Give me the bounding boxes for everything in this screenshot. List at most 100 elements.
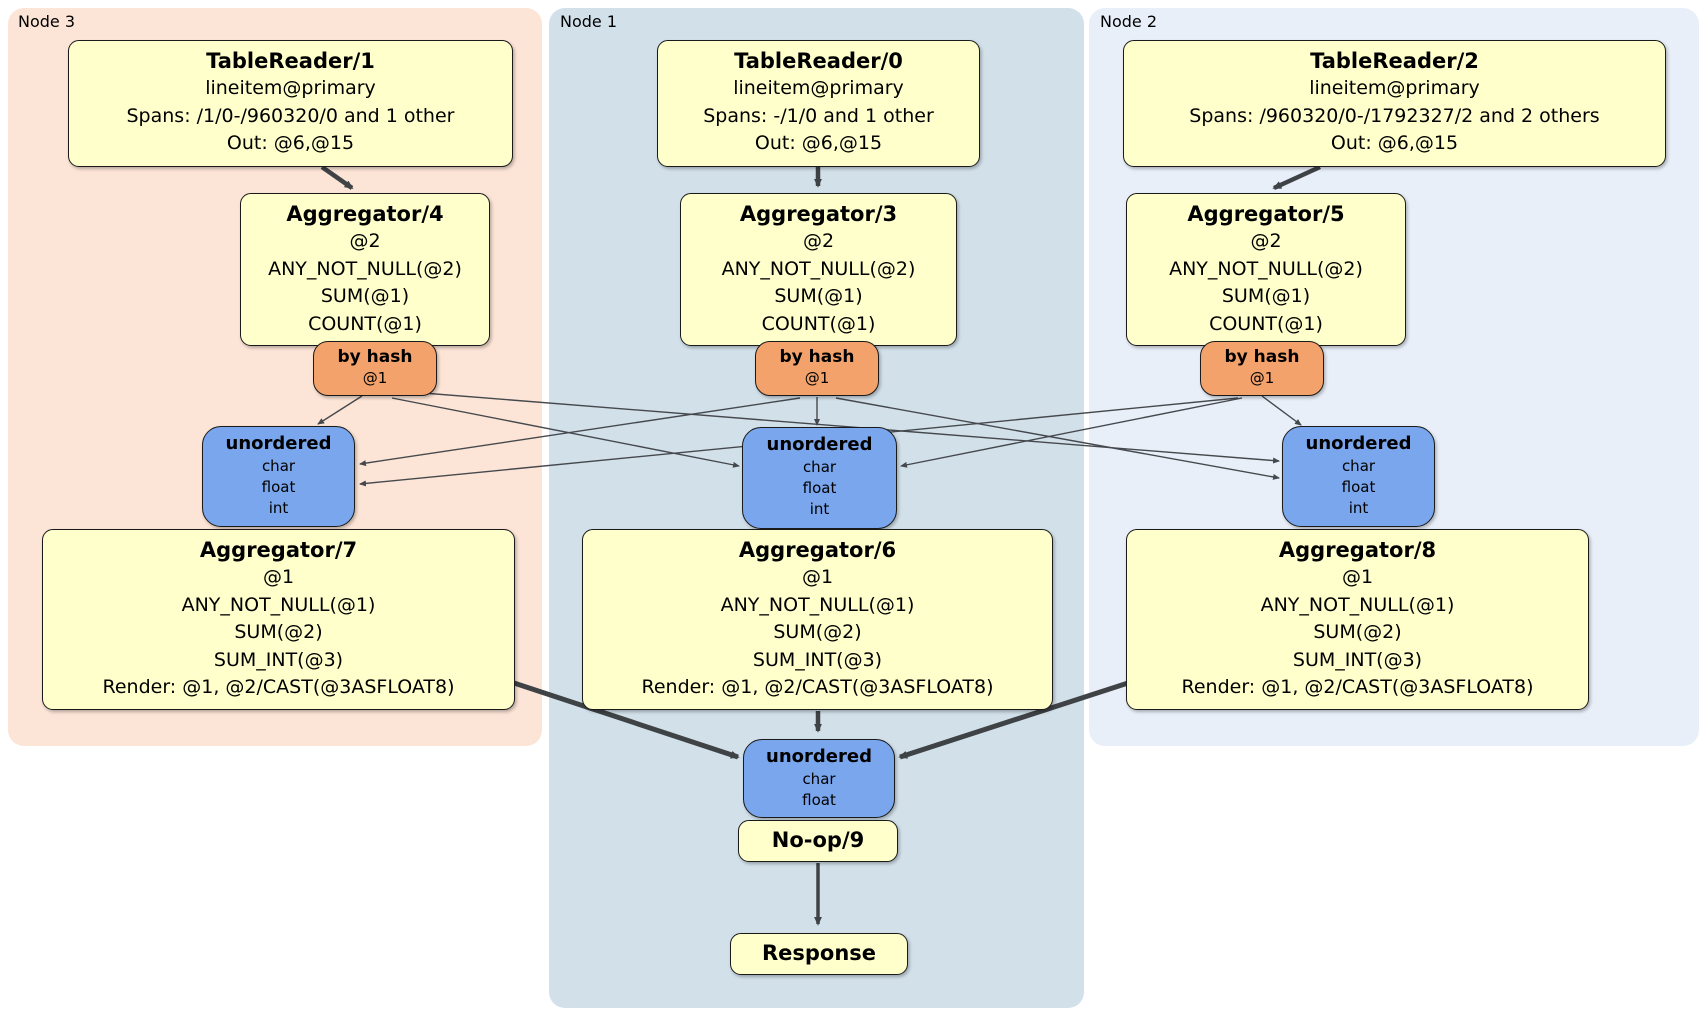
box-line: float (1341, 478, 1376, 496)
box-line: int (268, 499, 289, 517)
box-line: ANY_NOT_NULL(@1) (181, 593, 376, 616)
box-title: by hash (779, 347, 855, 367)
box-line: int (809, 500, 830, 518)
box-title: Aggregator/8 (1278, 538, 1437, 562)
box-line: lineitem@primary (733, 77, 904, 99)
box-line: @1 (1341, 566, 1374, 588)
box-line: @1 (262, 566, 295, 588)
box-line: SUM(@1) (1221, 285, 1311, 307)
aggregator-6-box: Aggregator/6 @1 ANY_NOT_NULL(@1) SUM(@2)… (582, 529, 1053, 710)
aggregator-7-box: Aggregator/7 @1 ANY_NOT_NULL(@1) SUM(@2)… (42, 529, 515, 710)
box-line: COUNT(@1) (308, 312, 422, 335)
box-line: @1 (801, 566, 834, 588)
box-line: float (261, 478, 296, 496)
hash-router-node2: by hash @1 (1200, 341, 1324, 396)
box-line: Spans: /960320/0-/1792327/2 and 2 others (1189, 104, 1600, 127)
box-title: Aggregator/7 (199, 538, 358, 562)
box-line: SUM(@2) (1313, 621, 1402, 643)
box-line: @2 (349, 230, 381, 252)
box-line: ANY_NOT_NULL(@2) (1169, 257, 1363, 280)
edge-tr1-agg4 (320, 165, 354, 190)
box-line: int (1348, 499, 1369, 517)
box-title: TableReader/1 (206, 49, 375, 73)
edge-hash3-sync3 (317, 395, 363, 425)
edge-hash2-sync1 (900, 397, 1243, 468)
box-line: float (802, 479, 837, 497)
unordered-sync-node1: unordered char float int (742, 427, 897, 529)
box-line: ANY_NOT_NULL(@2) (268, 257, 462, 280)
box-line: Render: @1, @2/CAST(@3ASFLOAT8) (641, 676, 994, 698)
box-line: @1 (804, 369, 830, 387)
node2-region-label: Node 2 (1100, 12, 1158, 31)
unordered-sync-node2: unordered char float int (1282, 426, 1435, 527)
box-line: @2 (802, 230, 835, 252)
box-title: TableReader/0 (734, 49, 903, 73)
box-line: Render: @1, @2/CAST(@3ASFLOAT8) (1181, 676, 1534, 698)
box-title: by hash (1224, 347, 1300, 367)
aggregator-8-box: Aggregator/8 @1 ANY_NOT_NULL(@1) SUM(@2)… (1126, 529, 1589, 710)
edge-hash3-sync1 (391, 397, 740, 468)
box-title: Aggregator/6 (738, 538, 897, 562)
box-line: Render: @1, @2/CAST(@3ASFLOAT8) (102, 676, 455, 698)
box-line: SUM(@1) (774, 285, 863, 307)
box-title: unordered (1305, 433, 1412, 454)
edge-tr2-agg5 (1272, 164, 1321, 191)
box-line: float (802, 791, 836, 809)
box-line: @2 (1250, 230, 1282, 252)
edge-hash3-sync2 (397, 390, 1280, 464)
tablereader-2-box: TableReader/2 lineitem@primary Spans: /9… (1123, 40, 1666, 167)
tablereader-0-box: TableReader/0 lineitem@primary Spans: -/… (657, 40, 980, 167)
unordered-sync-node3: unordered char float int (202, 426, 355, 527)
noop-9-box: No-op/9 (738, 820, 898, 862)
box-line: SUM(@2) (234, 621, 323, 643)
box-line: @1 (362, 369, 388, 387)
box-line: Out: @6,@15 (226, 132, 355, 154)
box-line: @1 (1249, 369, 1275, 387)
aggregator-3-box: Aggregator/3 @2 ANY_NOT_NULL(@2) SUM(@1)… (680, 193, 957, 346)
node1-region-label: Node 1 (560, 12, 618, 31)
response-box: Response (730, 933, 908, 975)
box-line: SUM_INT(@3) (213, 648, 344, 671)
box-line: Out: @6,@15 (1330, 132, 1459, 154)
box-title: No-op/9 (771, 828, 865, 852)
box-line: SUM_INT(@3) (752, 648, 883, 671)
edge-hash2-sync2 (1261, 395, 1302, 426)
tablereader-1-box: TableReader/1 lineitem@primary Spans: /1… (68, 40, 513, 167)
edge-agg7-syncfinal (513, 680, 740, 760)
box-title: TableReader/2 (1310, 49, 1479, 73)
edge-agg8-syncfinal (898, 680, 1129, 760)
hash-router-node3: by hash @1 (313, 341, 437, 396)
box-line: Out: @6,@15 (754, 132, 883, 154)
box-title: by hash (337, 347, 413, 367)
box-title: Aggregator/4 (286, 202, 444, 226)
box-line: char (1341, 457, 1376, 475)
box-title: unordered (225, 433, 332, 454)
box-line: COUNT(@1) (761, 312, 876, 335)
box-line: char (802, 770, 836, 788)
box-title: Aggregator/5 (1187, 202, 1345, 226)
box-line: SUM(@1) (320, 285, 410, 307)
box-title: unordered (766, 434, 873, 455)
box-line: ANY_NOT_NULL(@1) (720, 593, 915, 616)
box-line: Spans: /1/0-/960320/0 and 1 other (126, 104, 455, 127)
box-title: Response (761, 941, 877, 965)
aggregator-4-box: Aggregator/4 @2 ANY_NOT_NULL(@2) SUM(@1)… (240, 193, 490, 346)
box-line: char (261, 457, 296, 475)
box-line: char (802, 458, 837, 476)
box-line: lineitem@primary (205, 77, 376, 99)
box-line: ANY_NOT_NULL(@2) (721, 257, 916, 280)
aggregator-5-box: Aggregator/5 @2 ANY_NOT_NULL(@2) SUM(@1)… (1126, 193, 1406, 346)
edge-hash1-sync3 (359, 397, 801, 467)
box-line: SUM(@2) (773, 621, 862, 643)
unordered-sync-final: unordered char float (743, 739, 895, 818)
box-line: ANY_NOT_NULL(@1) (1260, 593, 1455, 616)
box-line: Spans: -/1/0 and 1 other (703, 104, 934, 127)
box-line: COUNT(@1) (1209, 312, 1323, 335)
node3-region-label: Node 3 (18, 12, 76, 31)
box-line: lineitem@primary (1309, 77, 1480, 99)
hash-router-node1: by hash @1 (755, 341, 879, 396)
box-title: Aggregator/3 (739, 202, 898, 226)
edge-hash1-sync2 (835, 397, 1280, 480)
box-line: SUM_INT(@3) (1292, 648, 1423, 671)
